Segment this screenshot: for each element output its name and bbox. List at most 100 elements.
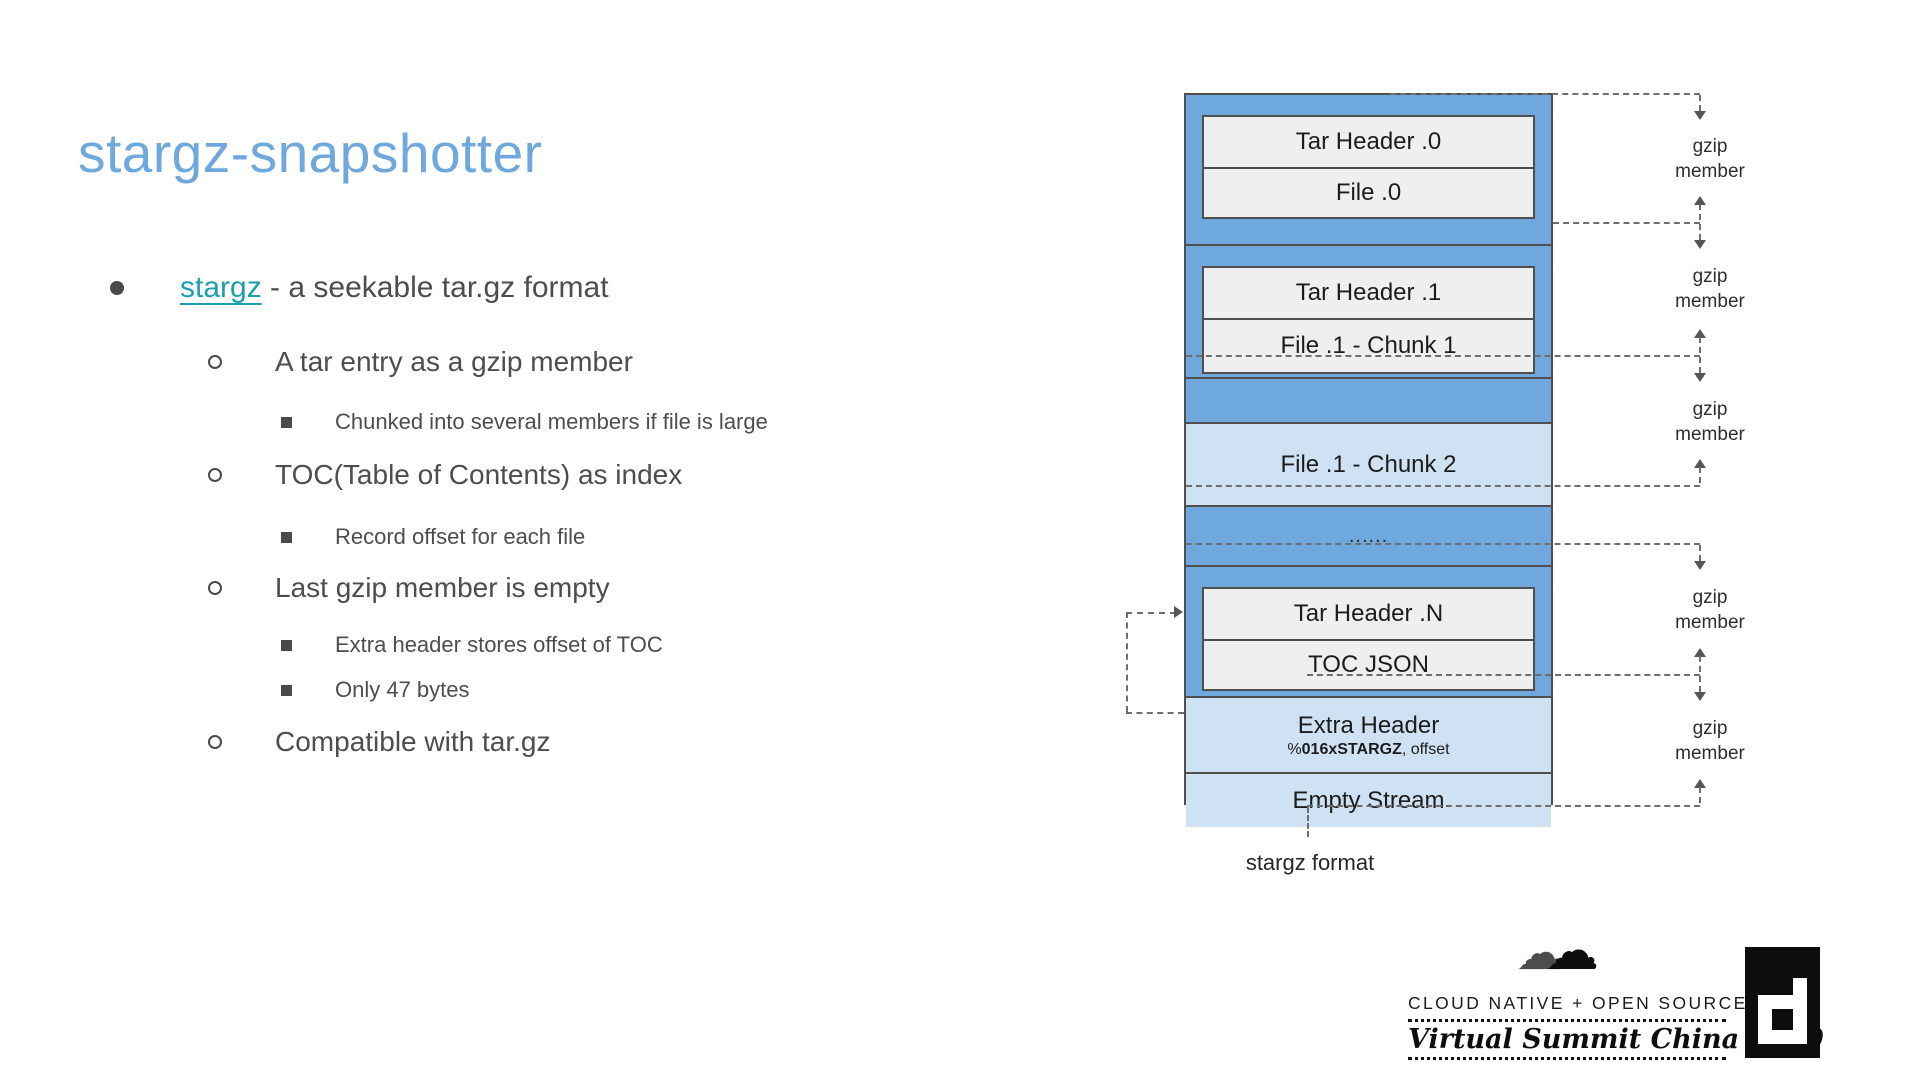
arrow-down-icon: [1694, 240, 1706, 249]
d-logo-bowl: [1758, 995, 1807, 1044]
box-tar-header-n: Tar Header .N: [1202, 587, 1535, 641]
cloud-icon: ☁: [1545, 919, 1599, 982]
footer-branding: ☁ ☁ CLOUD NATIVE + OPEN SOURCE Virtual S…: [1380, 919, 1840, 1075]
bullet-last-gzip: Last gzip member is empty: [208, 568, 610, 608]
span-arrow-line: [1699, 337, 1701, 353]
cloud-icon: ☁: [1516, 925, 1564, 981]
dotted-divider: [1408, 1057, 1726, 1060]
arrow-down-icon: [1694, 561, 1706, 570]
ellipsis-section: ......: [1348, 524, 1389, 547]
bullet-square-icon: [281, 639, 292, 651]
arrow-right-icon: [1174, 606, 1183, 618]
span-arrow-line: [1699, 95, 1701, 111]
bullet-square-icon: [281, 531, 292, 543]
gzip-label-line2: member: [1675, 743, 1745, 764]
bullet-text: Chunked into several members if file is …: [335, 409, 768, 434]
boundary-dash-4: [1186, 485, 1700, 487]
bullet-toc-index: TOC(Table of Contents) as index: [208, 455, 682, 495]
diagram-caption: stargz format: [1245, 850, 1375, 875]
span-arrow-line: [1699, 357, 1701, 373]
span-arrow-line: [1699, 676, 1701, 692]
box-file-1-chunk-2: File .1 - Chunk 2: [1186, 422, 1551, 507]
box-empty-stream: Empty Stream: [1186, 772, 1551, 827]
bullet-level1-text: stargz - a seekable tar.gz format: [180, 271, 609, 305]
arrow-up-icon: [1694, 459, 1706, 468]
box-tar-header-1: Tar Header .1: [1202, 266, 1535, 320]
stargz-format-diagram: Tar Header .0 File .0 Tar Header .1 File…: [1100, 85, 1860, 895]
stargz-stack: Tar Header .0 File .0 Tar Header .1 File…: [1184, 93, 1553, 827]
bullet-extra-header: Extra header stores offset of TOC: [281, 628, 663, 662]
boundary-dash-5: [1186, 543, 1700, 545]
extra-header-subtitle: %016xSTARGZ, offset: [1287, 740, 1449, 759]
gzip-member-2-section: Tar Header .1 File .1 - Chunk 1: [1186, 244, 1551, 377]
toc-pointer-line: [1126, 612, 1176, 614]
gzip-label-line1: gzip: [1692, 266, 1728, 287]
gzip-member-label-1: gzip member: [1650, 134, 1770, 184]
span-arrow-line: [1699, 467, 1701, 483]
gzip-label-line2: member: [1675, 612, 1745, 633]
span-arrow-line: [1699, 656, 1701, 672]
gzip-label-line2: member: [1675, 161, 1745, 182]
gzip-label-line1: gzip: [1692, 399, 1728, 420]
bullet-square-icon: [281, 684, 292, 696]
gzip-label-line2: member: [1675, 291, 1745, 312]
bullet-text: TOC(Table of Contents) as index: [275, 459, 683, 490]
boundary-dash-bottom: [1307, 805, 1700, 807]
bullet-record-offset: Record offset for each file: [281, 520, 585, 554]
bullet-text: Extra header stores offset of TOC: [335, 632, 663, 657]
boundary-dash-2: [1553, 222, 1700, 224]
bullet-text: A tar entry as a gzip member: [275, 346, 633, 377]
box-file-0: File .0: [1202, 167, 1535, 219]
arrow-down-icon: [1694, 111, 1706, 120]
d-logo-hole: [1772, 1009, 1793, 1030]
bullet-text: Compatible with tar.gz: [275, 726, 551, 757]
bullet-dot-icon: [110, 281, 124, 295]
gzip-label-line1: gzip: [1692, 587, 1728, 608]
sub-prefix: %: [1287, 740, 1302, 758]
gzip-member-1-section: Tar Header .0 File .0: [1186, 115, 1551, 244]
arrow-down-icon: [1694, 373, 1706, 382]
box-file-1-chunk-1: File .1 - Chunk 1: [1202, 318, 1535, 374]
bullet-circle-icon: [208, 355, 222, 369]
gzip-label-line1: gzip: [1692, 718, 1728, 739]
bullet-circle-icon: [208, 581, 222, 595]
arrow-up-icon: [1694, 648, 1706, 657]
box-toc-json: TOC JSON: [1202, 639, 1535, 691]
bullet-tar-entry: A tar entry as a gzip member: [208, 342, 633, 382]
box-tar-header-0: Tar Header .0: [1202, 115, 1535, 169]
summit-banner-line2: Virtual Summit China 2020: [1408, 1024, 1824, 1055]
bullet-chunked: Chunked into several members if file is …: [281, 405, 768, 439]
bullet-square-icon: [281, 416, 292, 428]
bullet-text: Last gzip member is empty: [275, 572, 610, 603]
dotted-divider: [1408, 1019, 1726, 1022]
boundary-dash-top: [1390, 93, 1700, 95]
containerd-d-logo: [1745, 947, 1820, 1058]
boundary-dash-3: [1186, 355, 1700, 357]
arrow-up-icon: [1694, 779, 1706, 788]
gzip-member-label-2: gzip member: [1650, 264, 1770, 314]
gzip-member-label-3: gzip member: [1650, 397, 1770, 447]
bullet-level1: stargz - a seekable tar.gz format: [110, 268, 609, 308]
sub-suffix: , offset: [1401, 740, 1450, 758]
gzip-member-label-5: gzip member: [1650, 716, 1770, 766]
gzip-member-4-section: Tar Header .N TOC JSON: [1186, 565, 1551, 696]
arrow-up-icon: [1694, 196, 1706, 205]
bullet-level1-rest: - a seekable tar.gz format: [261, 271, 609, 304]
gzip-member-label-4: gzip member: [1650, 585, 1770, 635]
stargz-link[interactable]: stargz: [180, 271, 262, 304]
arrow-up-icon: [1694, 329, 1706, 338]
bullet-text: Only 47 bytes: [335, 677, 470, 702]
bullet-circle-icon: [208, 735, 222, 749]
bullet-only-47-bytes: Only 47 bytes: [281, 673, 470, 707]
toc-pointer-line: [1126, 712, 1184, 714]
arrow-down-icon: [1694, 692, 1706, 701]
gzip-label-line2: member: [1675, 424, 1745, 445]
sub-bold: 016xSTARGZ: [1301, 740, 1402, 758]
boundary-dash-6: [1307, 674, 1700, 676]
span-arrow-line: [1699, 204, 1701, 220]
toc-pointer-line: [1126, 612, 1128, 712]
bullet-compatible: Compatible with tar.gz: [208, 722, 550, 762]
bullet-text: Record offset for each file: [335, 524, 586, 549]
page-title: stargz-snapshotter: [78, 122, 543, 184]
